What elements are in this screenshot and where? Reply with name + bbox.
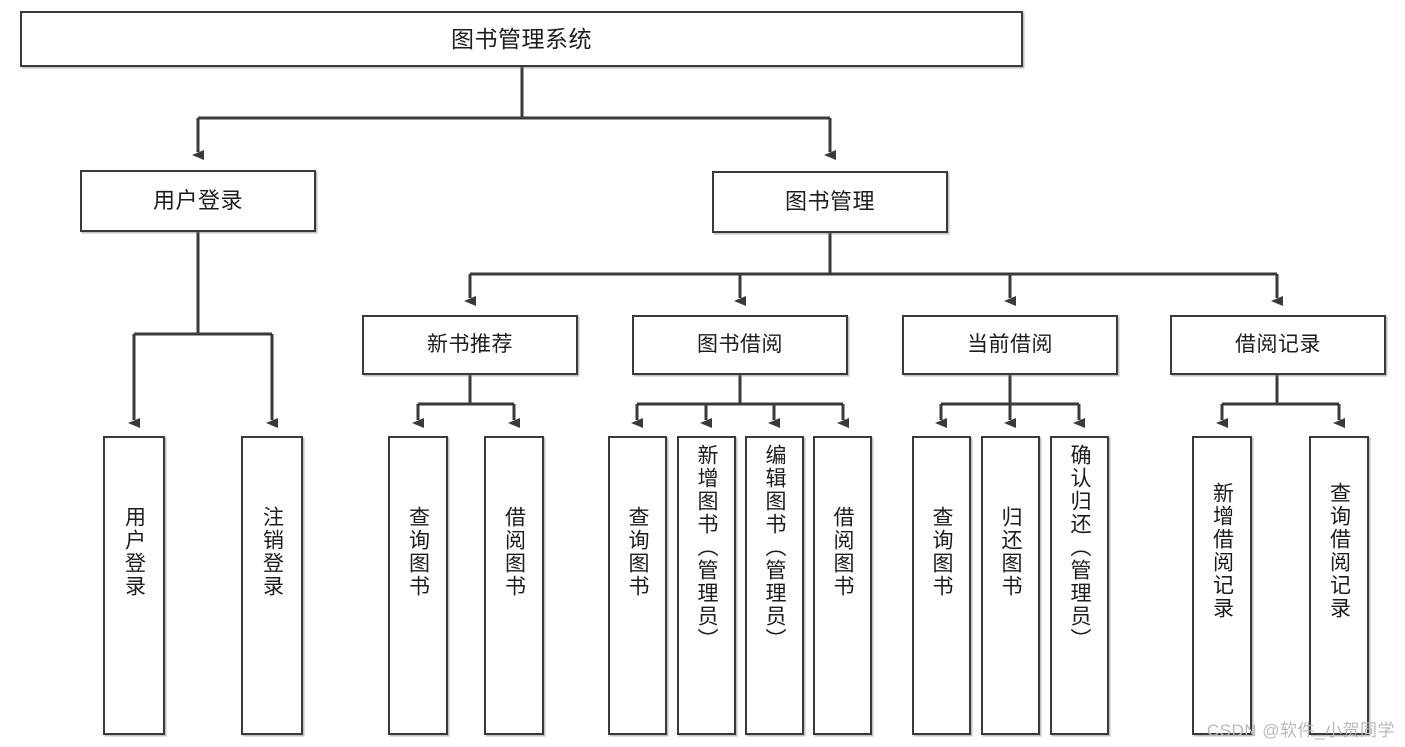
node-label: 查询图书 — [930, 506, 953, 598]
node-label: 查询图书 — [406, 506, 430, 598]
node-label: 编辑图书（管理员） — [763, 444, 786, 651]
leaf-current-borrow-return-books[interactable]: 归还图书 — [981, 436, 1040, 735]
node-label: 新书推荐 — [427, 332, 513, 356]
node-user-login[interactable]: 用户登录 — [80, 170, 316, 232]
node-current-borrowing[interactable]: 当前借阅 — [902, 315, 1118, 375]
node-label: 借阅记录 — [1235, 332, 1321, 356]
node-label: 用户登录 — [152, 188, 243, 214]
node-label: 图书管理系统 — [451, 25, 592, 52]
node-label: 图书借阅 — [697, 332, 783, 356]
leaf-user-login-login[interactable]: 用户登录 — [103, 436, 165, 735]
leaf-borrow-record-add-record[interactable]: 新增借阅记录 — [1192, 436, 1252, 735]
leaf-book-borrow-add-book-admin[interactable]: 新增图书（管理员） — [677, 436, 736, 735]
node-label: 借阅图书 — [502, 506, 526, 598]
node-label: 图书管理 — [784, 189, 875, 215]
leaf-new-book-borrow-books[interactable]: 借阅图书 — [484, 436, 544, 735]
node-label: 查询借阅记录 — [1327, 482, 1351, 620]
leaf-book-borrow-query-books[interactable]: 查询图书 — [608, 436, 667, 735]
leaf-book-borrow-edit-book-admin[interactable]: 编辑图书（管理员） — [745, 436, 804, 735]
node-label: 当前借阅 — [967, 332, 1053, 356]
leaf-new-book-query-books[interactable]: 查询图书 — [388, 436, 448, 735]
leaf-current-borrow-confirm-return-admin[interactable]: 确认归还（管理员） — [1050, 436, 1109, 735]
node-label: 借阅图书 — [831, 506, 854, 598]
leaf-book-borrow-borrow-books[interactable]: 借阅图书 — [813, 436, 872, 735]
node-borrowing-record[interactable]: 借阅记录 — [1170, 315, 1386, 375]
node-label: 注销登录 — [260, 506, 284, 598]
leaf-borrow-record-query-record[interactable]: 查询借阅记录 — [1309, 436, 1369, 735]
leaf-current-borrow-query-books[interactable]: 查询图书 — [912, 436, 971, 735]
node-label: 归还图书 — [999, 506, 1022, 598]
node-book-borrowing[interactable]: 图书借阅 — [632, 315, 848, 375]
leaf-user-login-logout[interactable]: 注销登录 — [241, 436, 303, 735]
node-book-management-system[interactable]: 图书管理系统 — [20, 11, 1023, 67]
node-label: 查询图书 — [626, 506, 649, 598]
node-new-book-recommendation[interactable]: 新书推荐 — [362, 315, 578, 375]
node-book-management[interactable]: 图书管理 — [712, 171, 948, 233]
node-label: 新增图书（管理员） — [695, 444, 718, 651]
node-label: 新增借阅记录 — [1210, 482, 1234, 620]
node-label: 确认归还（管理员） — [1068, 444, 1091, 651]
node-label: 用户登录 — [122, 506, 146, 598]
